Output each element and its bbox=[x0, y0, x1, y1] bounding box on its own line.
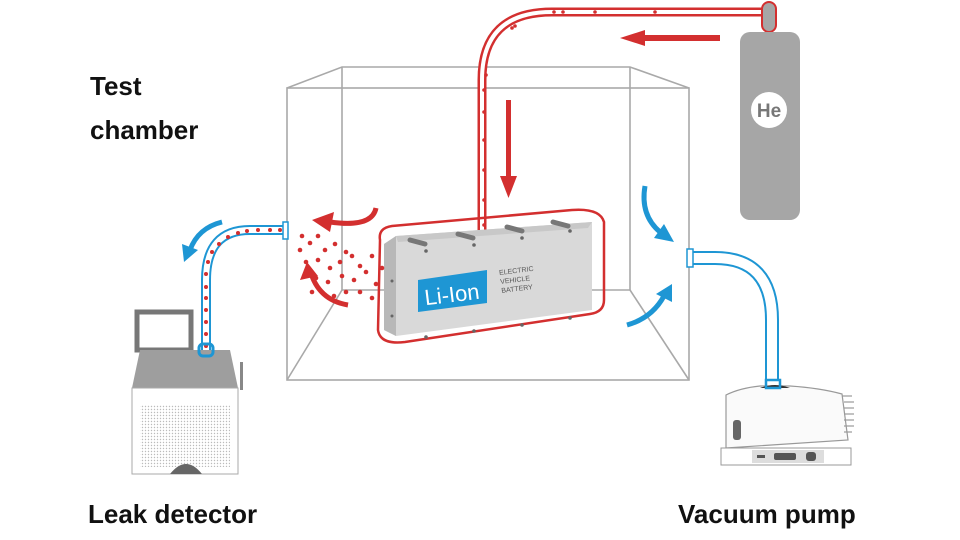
li-ion-badge bbox=[418, 270, 487, 312]
leak-particle bbox=[349, 253, 355, 259]
battery-enclosure-outline bbox=[376, 208, 606, 344]
leak-particle bbox=[299, 233, 305, 239]
leak-particle bbox=[343, 249, 349, 255]
leak-detector bbox=[131, 309, 243, 475]
test-chamber-label: Test chamber bbox=[90, 64, 250, 152]
leak-particle bbox=[315, 257, 321, 263]
leak-particle bbox=[322, 247, 328, 253]
helium-particle bbox=[482, 168, 486, 172]
helium-supply-line bbox=[477, 7, 766, 240]
sniffed-particle bbox=[204, 332, 208, 336]
vacuum-pump bbox=[720, 378, 854, 466]
sniffer-flow-arrow bbox=[182, 219, 223, 262]
leak-particle bbox=[379, 265, 385, 271]
leak-particle bbox=[369, 295, 375, 301]
helium-particle bbox=[561, 10, 565, 14]
helium-particle bbox=[593, 10, 597, 14]
ev-battery: Li-Ion ELECTRIC VEHICLE BATTERY bbox=[384, 219, 592, 339]
leak-particle bbox=[307, 240, 313, 246]
helium-particle bbox=[482, 88, 486, 92]
leak-flow-arrow-top bbox=[312, 207, 379, 232]
vacuum-pump-label: Vacuum pump bbox=[678, 499, 856, 529]
helium-particle bbox=[552, 10, 556, 14]
leak-particle bbox=[351, 277, 357, 283]
helium-particle bbox=[653, 10, 657, 14]
sniffed-particle bbox=[236, 231, 240, 235]
sniffed-particle bbox=[204, 296, 208, 300]
helium-flow-arrow-down bbox=[500, 100, 517, 198]
leak-particle bbox=[309, 289, 315, 295]
vacuum-flow-arrow-top bbox=[641, 185, 674, 242]
vacuum-flow-arrow-bottom bbox=[626, 284, 672, 328]
helium-cylinder: He bbox=[740, 1, 800, 220]
sniffed-particle bbox=[204, 285, 208, 289]
helium-particle bbox=[484, 73, 488, 77]
helium-particle bbox=[482, 223, 486, 227]
sniffed-particle bbox=[226, 235, 230, 239]
leak-particle bbox=[357, 289, 363, 295]
sniffed-particle bbox=[204, 272, 208, 276]
leak-particle bbox=[343, 289, 349, 295]
helium-particle bbox=[482, 110, 486, 114]
helium-particle bbox=[513, 24, 517, 28]
test-chamber-label-line2: chamber bbox=[90, 115, 199, 145]
helium-label-circle bbox=[751, 92, 787, 128]
helium-leak-particles bbox=[297, 233, 385, 301]
leak-particle bbox=[369, 253, 375, 259]
helium-particle bbox=[482, 138, 486, 142]
helium-label: He bbox=[757, 101, 781, 122]
leak-particle bbox=[357, 263, 363, 269]
leak-detector-screen bbox=[134, 309, 194, 353]
leak-particle bbox=[332, 241, 338, 247]
sniffed-particle bbox=[245, 229, 249, 233]
helium-particle bbox=[482, 198, 486, 202]
sniffed-particle bbox=[210, 250, 214, 254]
sniffed-particle bbox=[204, 308, 208, 312]
sniffed-particle bbox=[268, 228, 272, 232]
leak-particle bbox=[337, 259, 343, 265]
leak-particle bbox=[325, 279, 331, 285]
sniffed-particle bbox=[217, 242, 221, 246]
sniffed-particle bbox=[278, 228, 282, 232]
leak-particle bbox=[373, 281, 379, 287]
sniffer-line bbox=[201, 221, 289, 352]
leak-particle bbox=[339, 273, 345, 279]
battery-label-line2: VEHICLE bbox=[500, 275, 531, 286]
vacuum-line bbox=[686, 248, 779, 380]
leak-detector-label: Leak detector bbox=[88, 499, 258, 529]
sniffed-particle bbox=[256, 228, 260, 232]
leak-particle bbox=[315, 233, 321, 239]
helium-particle bbox=[510, 26, 514, 30]
leak-particle bbox=[331, 293, 337, 299]
sniffed-particle bbox=[206, 260, 210, 264]
battery-label-line1: ELECTRIC bbox=[499, 266, 534, 277]
test-chamber-label-line1: Test bbox=[90, 71, 142, 101]
leak-flow-arrow-bottom bbox=[300, 262, 349, 308]
leak-particle bbox=[327, 265, 333, 271]
leak-particle bbox=[363, 269, 369, 275]
leak-particle bbox=[297, 247, 303, 253]
battery-label-line3: BATTERY bbox=[501, 284, 534, 295]
sniffed-particle bbox=[204, 320, 208, 324]
helium-flow-arrow-left bbox=[620, 30, 720, 46]
